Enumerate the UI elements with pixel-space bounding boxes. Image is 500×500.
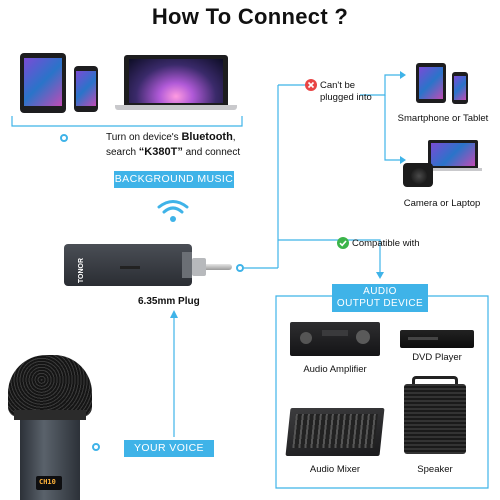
speaker-handle (412, 376, 458, 384)
microphone-ring (14, 410, 86, 420)
mic-channel-display: CH10 (39, 478, 56, 486)
audio-mixer-label: Audio Mixer (309, 464, 361, 475)
compatible-label: Compatible with (352, 238, 420, 249)
to-camera-line (384, 95, 400, 161)
check-icon (337, 237, 349, 249)
your-voice-badge: YOUR VOICE (124, 440, 214, 457)
speaker-image (404, 384, 466, 454)
smartphone-tablet-label: Smartphone or Tablet (397, 113, 489, 124)
arrow-voice (170, 310, 178, 318)
receiver-brand: TONOR (78, 258, 85, 284)
to-compatible-line (278, 239, 381, 272)
bluetooth-instruction: Turn on device's Bluetooth, search “K380… (106, 131, 241, 158)
voice-dot (92, 443, 100, 451)
arrow-camera (400, 156, 406, 164)
page-title: How To Connect ? (151, 4, 349, 29)
arrow-output (376, 272, 384, 279)
plug-collar (192, 258, 206, 276)
camera-image (403, 163, 433, 187)
tablet-image (20, 53, 66, 113)
error-icon (305, 79, 317, 91)
laptop-small-image (428, 140, 478, 168)
dvd-player-label: DVD Player (412, 352, 462, 363)
background-music-badge: BACKGROUND MUSIC (114, 171, 234, 188)
plug-pin (206, 264, 232, 270)
dvd-player-image (400, 330, 474, 348)
camera-laptop-label: Camera or Laptop (403, 198, 481, 209)
smartphone-tablet-image (416, 63, 446, 103)
audio-mixer-image (285, 408, 385, 456)
to-phone-line (360, 74, 400, 96)
speaker-label: Speaker (417, 464, 453, 475)
top-device-bracket (11, 116, 243, 127)
smartphone-image (452, 72, 468, 104)
jack-dot (236, 264, 244, 272)
microphone-body: CH10 (20, 420, 80, 500)
wireless-signal-icon (157, 200, 189, 222)
audio-amplifier-label: Audio Amplifier (303, 364, 367, 375)
cannot-label: Can't be plugged into (320, 80, 372, 103)
arrow-phone (400, 71, 406, 79)
audio-amplifier-image (290, 322, 380, 356)
audio-output-badge: AUDIO OUTPUT DEVICE (332, 284, 428, 312)
plug-label: 6.35mm Plug (138, 296, 200, 307)
laptop-small-base (424, 168, 482, 171)
microphone-head (8, 355, 92, 417)
laptop-base (115, 105, 237, 110)
phone-image (74, 66, 98, 112)
receiver-image: TONOR (64, 244, 192, 286)
instruction-dot (60, 134, 68, 142)
laptop-image (124, 55, 228, 105)
